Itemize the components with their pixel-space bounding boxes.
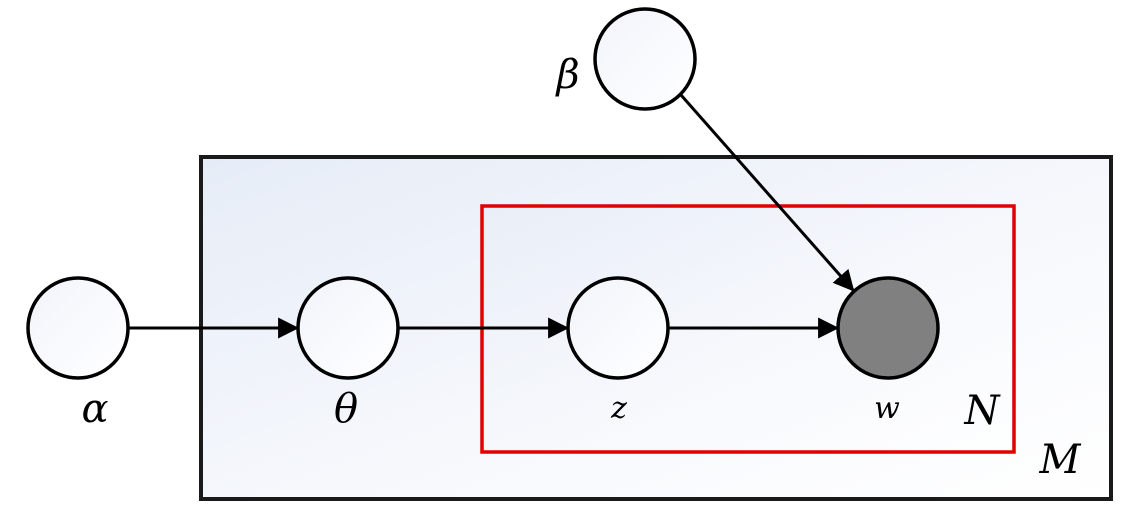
- node-z-label: z: [610, 391, 627, 426]
- node-alpha: α: [26, 276, 130, 432]
- node-theta-label: θ: [334, 386, 358, 432]
- inner-plate-label: N: [964, 388, 1002, 434]
- node-theta: θ: [296, 276, 400, 432]
- node-z: z: [566, 276, 670, 426]
- node-beta-label: β: [554, 52, 579, 98]
- node-w: w: [836, 276, 940, 426]
- edge-beta-w: [679, 94, 855, 292]
- node-beta: β: [554, 7, 697, 111]
- node-alpha-label: α: [81, 386, 108, 432]
- outer-plate-label: M: [1039, 437, 1082, 483]
- node-w-label: w: [874, 391, 900, 426]
- edges: [129, 94, 855, 339]
